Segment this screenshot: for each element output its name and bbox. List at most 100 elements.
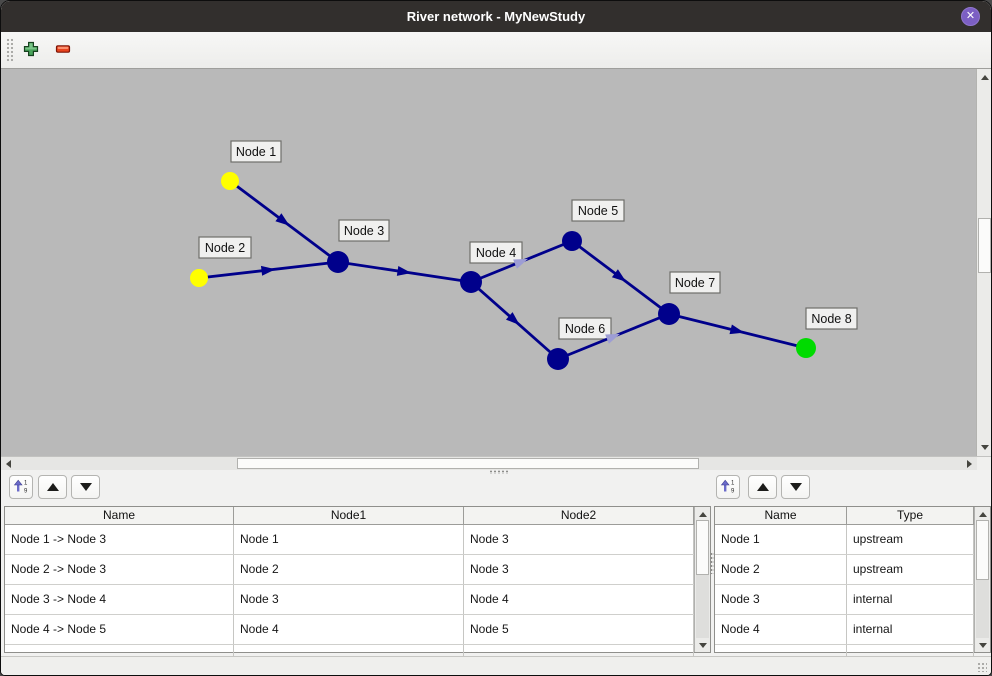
toolbar-drag-handle[interactable] — [6, 38, 13, 63]
vertical-scroll-thumb[interactable] — [976, 520, 989, 580]
links-table-scrollbar[interactable] — [694, 507, 710, 652]
table-cell[interactable]: Node 5 — [464, 615, 694, 644]
node-label: Node 4 — [469, 241, 523, 264]
nodes-move-down-button[interactable] — [781, 475, 810, 499]
remove-node-button[interactable] — [50, 37, 76, 63]
main-toolbar — [1, 32, 991, 69]
table-cell[interactable]: Node 3 — [464, 525, 694, 554]
table-cell[interactable]: Node 1 -> Node 3 — [5, 525, 234, 554]
canvas-horizontal-scrollbar[interactable] — [1, 456, 977, 470]
svg-text:9: 9 — [731, 488, 735, 493]
column-header[interactable]: Type — [847, 507, 974, 525]
svg-text:1: 1 — [24, 480, 28, 486]
column-header[interactable]: Node1 — [234, 507, 464, 525]
network-node[interactable] — [327, 251, 349, 273]
node-label: Node 1 — [230, 140, 282, 163]
svg-text:Node 8: Node 8 — [811, 312, 851, 326]
scroll-down-button[interactable] — [977, 440, 991, 455]
sort-ascending-icon: 1 9 — [720, 478, 736, 497]
vertical-splitter-handle[interactable] — [710, 552, 714, 574]
table-cell[interactable]: upstream — [847, 525, 974, 554]
table-cell[interactable]: upstream — [847, 555, 974, 584]
edge-arrow-icon — [605, 333, 620, 344]
network-node[interactable] — [658, 303, 680, 325]
table-cell[interactable]: Node 3 — [464, 555, 694, 584]
scroll-right-button[interactable] — [963, 457, 976, 470]
scroll-up-button[interactable] — [695, 507, 710, 521]
table-cell[interactable]: internal — [847, 615, 974, 644]
svg-text:Node 2: Node 2 — [205, 241, 245, 255]
links-move-up-button[interactable] — [38, 475, 67, 499]
minus-icon — [55, 41, 71, 60]
triangle-up-icon — [756, 483, 769, 491]
network-node[interactable] — [547, 348, 569, 370]
close-button[interactable]: ✕ — [961, 7, 980, 26]
network-node[interactable] — [562, 231, 582, 251]
canvas-vertical-scrollbar[interactable] — [976, 69, 991, 456]
table-cell[interactable]: Node 3 — [234, 585, 464, 614]
scroll-down-button[interactable] — [975, 638, 990, 652]
network-node[interactable] — [796, 338, 816, 358]
table-cell[interactable]: Node 1 — [715, 525, 847, 554]
table-cell[interactable]: Node 4 — [234, 615, 464, 644]
table-cell[interactable]: Node 4 — [464, 585, 694, 614]
arrow-down-icon — [978, 642, 987, 648]
network-node[interactable] — [221, 172, 239, 190]
column-header[interactable]: Node2 — [464, 507, 694, 525]
table-cell[interactable]: Node 1 — [234, 525, 464, 554]
resize-grip[interactable] — [977, 662, 987, 672]
scrollbar-corner — [977, 456, 991, 470]
links-move-down-button[interactable] — [71, 475, 100, 499]
horizontal-splitter-handle[interactable] — [489, 470, 509, 474]
table-cell[interactable]: Node 2 — [715, 555, 847, 584]
column-header[interactable]: Name — [715, 507, 847, 525]
arrow-down-icon — [980, 445, 989, 450]
table-cell[interactable]: Node 4 — [715, 615, 847, 644]
nodes-sort-button[interactable]: 1 9 — [716, 475, 740, 499]
edge-arrow-icon — [275, 213, 290, 226]
edge-arrow-icon — [729, 324, 745, 335]
table-cell[interactable]: Node 4 -> Node 5 — [5, 615, 234, 644]
add-node-button[interactable] — [18, 37, 44, 63]
scroll-track[interactable] — [696, 575, 709, 638]
arrow-left-icon — [6, 459, 11, 468]
column-header[interactable]: Name — [5, 507, 234, 525]
scroll-track[interactable] — [976, 580, 989, 638]
close-icon: ✕ — [965, 10, 976, 22]
scroll-down-button[interactable] — [695, 638, 710, 652]
network-node[interactable] — [460, 271, 482, 293]
table-cell[interactable]: Node 2 -> Node 3 — [5, 555, 234, 584]
vertical-scroll-thumb[interactable] — [978, 218, 991, 273]
table-cell[interactable]: Node 3 — [715, 585, 847, 614]
network-node[interactable] — [190, 269, 208, 287]
arrow-up-icon — [698, 511, 707, 517]
vertical-scroll-thumb[interactable] — [696, 520, 709, 575]
scroll-up-button[interactable] — [977, 70, 991, 85]
scroll-up-button[interactable] — [975, 507, 990, 521]
table-cell[interactable]: Node 3 -> Node 4 — [5, 585, 234, 614]
nodes-table-scrollbar[interactable] — [974, 507, 990, 652]
links-sort-button[interactable]: 1 9 — [9, 475, 33, 499]
titlebar[interactable]: River network - MyNewStudy ✕ — [1, 1, 991, 32]
status-bar — [1, 656, 991, 675]
node-label: Node 8 — [805, 307, 858, 330]
table-cell[interactable]: Node 2 — [234, 555, 464, 584]
scroll-left-button[interactable] — [2, 457, 15, 470]
nodes-move-up-button[interactable] — [748, 475, 777, 499]
sort-ascending-icon: 1 9 — [13, 478, 29, 497]
table-cell[interactable]: internal — [847, 585, 974, 614]
horizontal-scroll-thumb[interactable] — [237, 458, 699, 469]
